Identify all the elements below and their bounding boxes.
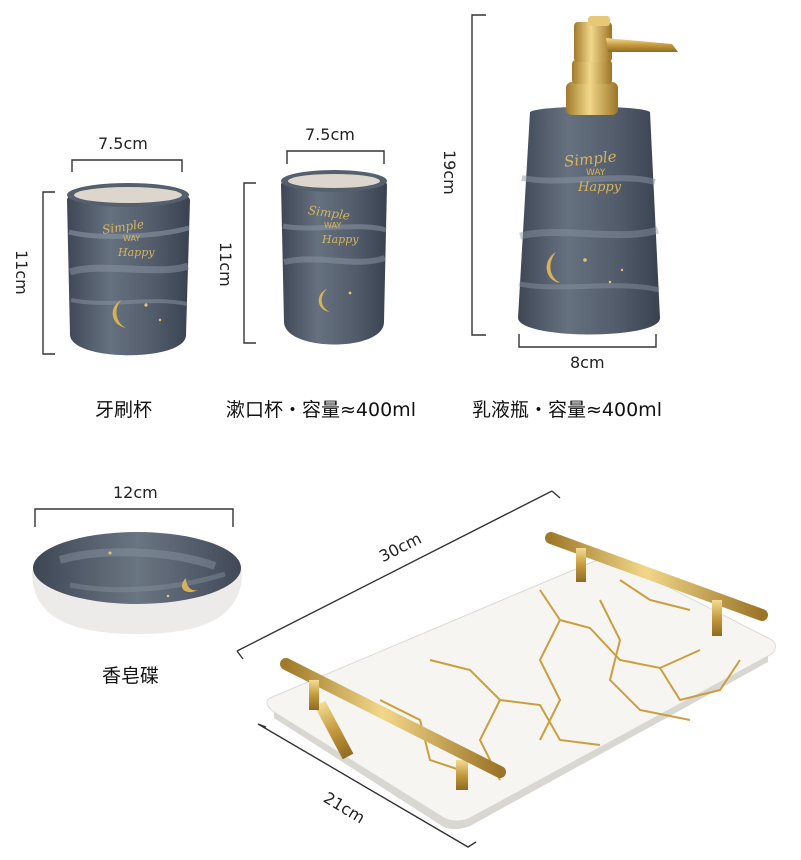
rinse-cup-print-way: WAY	[324, 221, 342, 230]
rinse-cup-height-label: 11cm	[216, 242, 235, 287]
toothbrush-cup-print-happy: Happy	[118, 246, 155, 259]
tray-handle-left	[280, 658, 506, 790]
toothbrush-cup	[67, 183, 190, 356]
rinse-cup	[281, 170, 387, 345]
toothbrush-cup-width-label: 7.5cm	[98, 134, 148, 153]
lotion-bottle	[518, 16, 678, 335]
rinse-cup-dimensions	[243, 150, 385, 344]
lotion-bottle-caption: 乳液瓶・容量≈400ml	[472, 399, 662, 421]
marble-tray	[266, 532, 776, 829]
soap-dish-width-label: 12cm	[113, 483, 158, 502]
lotion-bottle-dimensions	[471, 14, 657, 348]
soap-dish-caption: 香皂碟	[102, 665, 160, 687]
toothbrush-cup-height-label: 11cm	[12, 250, 31, 295]
soap-dish	[32, 532, 242, 634]
tray-dimensions	[236, 490, 561, 848]
rinse-cup-width-label: 7.5cm	[305, 125, 355, 144]
lotion-bottle-height-label: 19cm	[440, 150, 459, 195]
toothbrush-cup-caption: 牙刷杯	[95, 399, 153, 421]
tray-handle-right	[545, 532, 768, 636]
lotion-bottle-width-label: 8cm	[570, 353, 605, 372]
toothbrush-cup-dimensions	[42, 159, 183, 355]
toothbrush-cup-print-way: WAY	[123, 234, 141, 243]
lotion-bottle-print-happy: Happy	[578, 180, 622, 195]
soap-dish-dimensions	[34, 508, 234, 527]
rinse-cup-caption: 漱口杯・容量≈400ml	[226, 399, 416, 421]
lotion-bottle-print-way: WAY	[586, 168, 606, 178]
rinse-cup-print-happy: Happy	[322, 233, 359, 246]
